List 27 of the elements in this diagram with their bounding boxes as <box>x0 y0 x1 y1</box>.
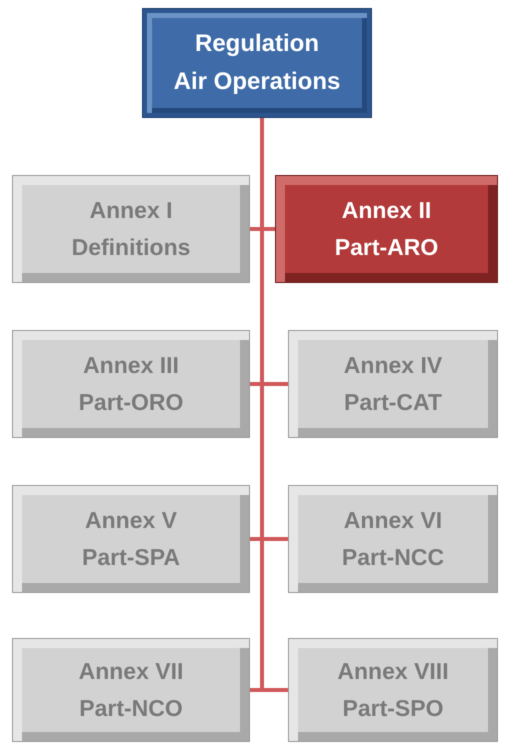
node-text: Annex II <box>342 196 432 226</box>
node-text: Air Operations <box>174 67 340 97</box>
node-text: Annex VIII <box>337 657 449 686</box>
node-text: Annex III <box>83 351 179 380</box>
annex-box <box>275 175 498 283</box>
node-text: Part-NCC <box>342 543 444 572</box>
node-text: Regulation <box>195 28 319 59</box>
regulation-box <box>142 8 372 118</box>
annex-box <box>288 638 498 742</box>
node-text: Part-NCO <box>79 694 183 723</box>
annex-box <box>12 330 250 438</box>
annex-box <box>12 638 250 742</box>
node-text: Part-SPO <box>342 694 444 723</box>
node-text: Annex IV <box>344 351 442 380</box>
node-text: Annex I <box>89 196 173 226</box>
node-text: Annex V <box>84 506 178 536</box>
node-text: Part-ORO <box>78 388 184 417</box>
annex-box <box>288 485 498 593</box>
node-text: Part-ARO <box>334 233 438 262</box>
node-text: Annex VI <box>344 506 442 536</box>
annex-box <box>288 330 498 438</box>
node-text: Part-CAT <box>344 388 442 417</box>
annex-box <box>12 485 250 593</box>
node-text: Part-SPA <box>82 543 180 572</box>
node-text: Annex VII <box>78 657 184 686</box>
annex-box <box>12 175 250 283</box>
node-text: Definitions <box>72 233 190 262</box>
